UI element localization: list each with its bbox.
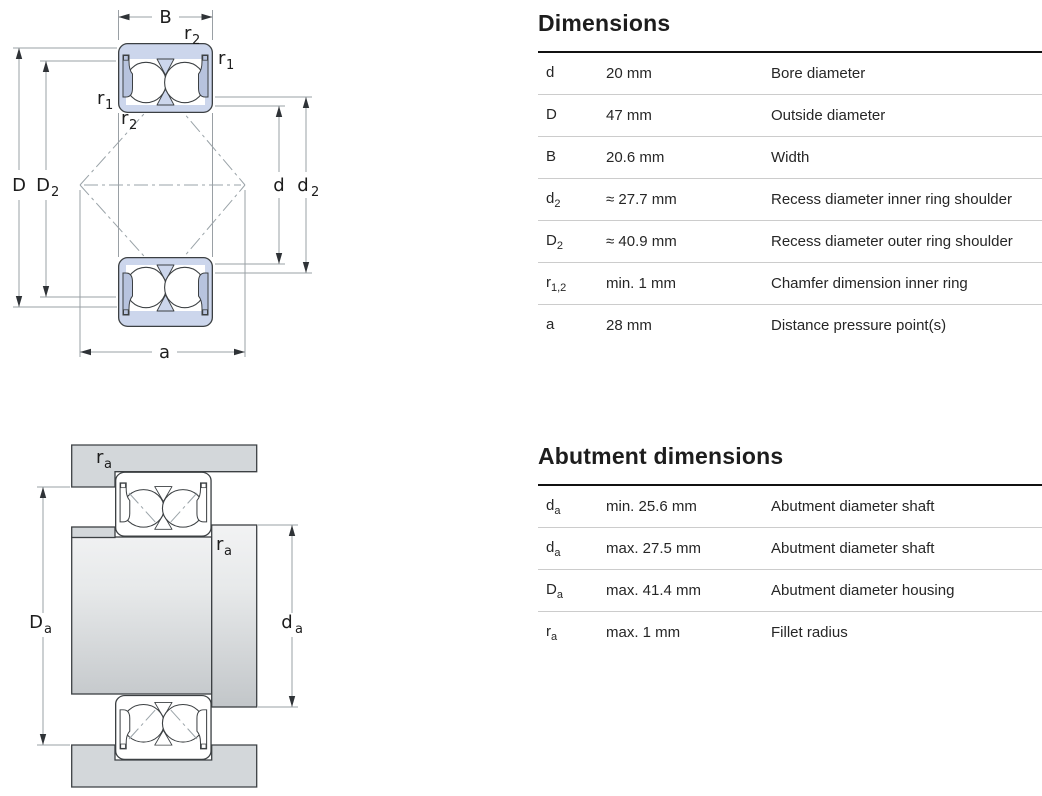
label-D2-sub: 2: [51, 185, 59, 200]
bearing-cross-section-diagram: B D D 2 d d 2 a r 2 r: [12, 7, 319, 363]
symbol-cell: ra: [546, 622, 558, 643]
value-cell: 47 mm: [606, 107, 652, 124]
label-ra-top: r: [96, 447, 104, 468]
svg-text:a: a: [104, 457, 112, 472]
description-cell: Width: [771, 149, 810, 166]
label-d: d: [273, 175, 284, 196]
label-r2-top: r: [184, 23, 192, 44]
table-row: da min. 25.6 mm Abutment diameter shaft: [538, 486, 1042, 527]
description-cell: Outside diameter: [771, 107, 886, 124]
svg-text:a: a: [224, 544, 232, 559]
abutment-title: Abutment dimensions: [538, 443, 784, 469]
symbol-cell: B: [546, 147, 557, 165]
dim-d2: d 2: [215, 96, 319, 274]
abutment-table: da min. 25.6 mm Abutment diameter shaft …: [538, 484, 1042, 653]
label-Da: D: [29, 612, 43, 633]
label-D2: D: [36, 175, 50, 196]
fillet-labels: r a r a: [96, 447, 232, 559]
chamfer-labels: r 2 r 1 r 1 r 2: [97, 23, 234, 133]
value-cell: 28 mm: [606, 317, 652, 334]
dim-da: d a: [258, 524, 303, 708]
symbol-cell: da: [546, 538, 561, 559]
dimensions-table: d 20 mm Bore diameter D 47 mm Outside di…: [538, 51, 1042, 346]
value-cell: max. 1 mm: [606, 624, 681, 641]
label-Da-sub: a: [44, 622, 52, 637]
dim-d: d: [215, 105, 285, 265]
shaft: [71, 536, 213, 695]
value-cell: max. 27.5 mm: [606, 540, 702, 557]
description-cell: Abutment diameter housing: [771, 582, 955, 599]
dim-D2: D 2: [36, 60, 116, 298]
description-cell: Distance pressure point(s): [771, 317, 947, 334]
label-r1-right: r: [218, 48, 226, 69]
table-row: Da max. 41.4 mm Abutment diameter housin…: [538, 569, 1042, 611]
label-d2-sub: 2: [311, 185, 319, 200]
description-cell: Bore diameter: [771, 65, 866, 82]
dim-D: D: [12, 47, 117, 308]
dim-a: a: [79, 190, 246, 363]
table-row: a 28 mm Distance pressure point(s): [538, 304, 1042, 346]
dim-Da: D a: [29, 486, 70, 746]
description-cell: Abutment diameter shaft: [771, 498, 935, 515]
value-cell: ≈ 27.7 mm: [606, 191, 677, 208]
shaft-shoulder: [211, 524, 258, 708]
housing-lower: [71, 744, 258, 788]
description-cell: Fillet radius: [771, 624, 848, 641]
description-cell: Recess diameter inner ring shoulder: [771, 191, 1012, 208]
table-row: B 20.6 mm Width: [538, 136, 1042, 178]
shaft-abutment-step: [71, 526, 116, 539]
abutment-section: Abutment dimensions da min. 25.6 mm Abut…: [538, 441, 1042, 653]
label-da-sub: a: [295, 622, 303, 637]
svg-text:2: 2: [192, 33, 200, 48]
svg-text:1: 1: [105, 98, 113, 113]
bearing-upper-section: [118, 43, 214, 113]
value-cell: max. 41.4 mm: [606, 582, 702, 599]
label-da: d: [281, 612, 292, 633]
value-cell: 20.6 mm: [606, 149, 665, 166]
label-d2: d: [297, 175, 308, 196]
label-r1-left: r: [97, 88, 105, 109]
description-cell: Abutment diameter shaft: [771, 540, 935, 557]
symbol-cell: D: [546, 105, 557, 123]
label-a: a: [159, 342, 170, 363]
value-cell: ≈ 40.9 mm: [606, 233, 677, 250]
table-row: r1,2 min. 1 mm Chamfer dimension inner r…: [538, 262, 1042, 304]
value-cell: min. 1 mm: [606, 275, 677, 292]
dimensions-section: Dimensions d 20 mm Bore diameter D 47 mm…: [538, 8, 1042, 346]
table-row: d2 ≈ 27.7 mm Recess diameter inner ring …: [538, 178, 1042, 220]
symbol-cell: D2: [546, 231, 563, 252]
symbol-cell: d: [546, 63, 555, 81]
label-r2-left: r: [121, 108, 129, 129]
svg-text:2: 2: [129, 118, 137, 133]
abutment-mounting-diagram: D a d a r a r a: [29, 444, 303, 788]
symbol-cell: da: [546, 496, 561, 517]
housing-upper: [71, 444, 258, 488]
table-row: ra max. 1 mm Fillet radius: [538, 611, 1042, 653]
table-row: D2 ≈ 40.9 mm Recess diameter outer ring …: [538, 220, 1042, 262]
label-D: D: [12, 175, 26, 196]
symbol-cell: a: [546, 315, 555, 333]
contact-angle-marks: [128, 492, 198, 740]
label-ra-mid: r: [216, 534, 224, 555]
description-cell: Recess diameter outer ring shoulder: [771, 233, 1013, 250]
table-row: D 47 mm Outside diameter: [538, 94, 1042, 136]
mounted-bearing-lower: [114, 694, 212, 761]
mounted-bearing-upper: [114, 471, 212, 537]
value-cell: min. 25.6 mm: [606, 498, 697, 515]
table-row: da max. 27.5 mm Abutment diameter shaft: [538, 527, 1042, 569]
dimensions-title: Dimensions: [538, 10, 671, 36]
symbol-cell: r1,2: [546, 273, 567, 294]
label-B: B: [159, 7, 171, 28]
svg-text:1: 1: [226, 58, 234, 73]
symbol-cell: Da: [546, 580, 563, 601]
bearing-lower-section: [118, 256, 214, 328]
dim-B: B: [118, 7, 213, 40]
description-cell: Chamfer dimension inner ring: [771, 275, 968, 292]
value-cell: 20 mm: [606, 65, 652, 82]
table-row: d 20 mm Bore diameter: [538, 53, 1042, 94]
symbol-cell: d2: [546, 189, 561, 210]
side-projection-lines: [118, 113, 213, 257]
